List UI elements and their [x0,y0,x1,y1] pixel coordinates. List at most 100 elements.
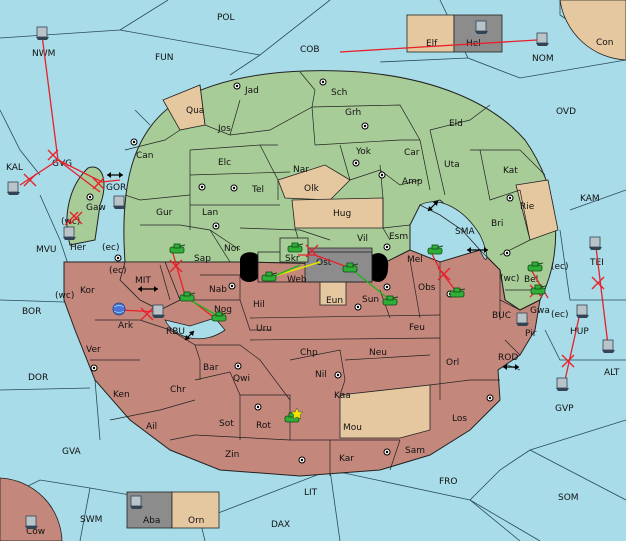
label-ail: Ail [146,422,157,432]
label-ec-her: (ec) [102,243,120,253]
arrow-mit [138,286,158,292]
army-icon [261,271,278,282]
cross-sap [169,259,183,273]
label-ec-gwa: (ec) [551,310,569,320]
label-jos: Jos [217,124,231,134]
label-ken: Ken [113,390,130,400]
fleet-icon [475,20,488,34]
canal-right [372,253,389,282]
label-swm: SWM [80,515,102,525]
label-alt: ALT [604,368,620,378]
label-gwa: Gwa [530,306,550,316]
cross-gaw [69,211,83,225]
red-labels: Her Kor Nab Hil Ost Web Eun Sun Obs Bel … [70,243,550,464]
units-armies [169,242,547,423]
label-nab: Nab [209,285,227,295]
label-skr: Skr [285,254,300,264]
label-bel: Bel [524,275,538,285]
label-dax: DAX [271,520,290,530]
label-bri: Bri [491,219,503,229]
fleet-icon [576,304,589,318]
arrow-sma [467,247,488,253]
order-gvg-gaw [57,159,101,193]
region-orn[interactable] [171,491,220,529]
supply-center [319,78,327,86]
region-olk[interactable] [277,164,351,201]
region-cow[interactable] [0,477,63,541]
fleet-icon [36,26,49,40]
region-rie[interactable] [515,179,559,241]
order-skr-ost [298,254,351,269]
label-wc-her: (wc) [61,217,80,227]
coast-labels: (wc) (ec) (ec) (wc) (wc) (ec) (ec) [55,217,569,320]
fleet-icon [7,181,20,195]
label-qwi: Qwi [233,374,250,384]
label-ark: Ark [118,321,134,331]
label-cob: COB [300,45,320,55]
label-hug: Hug [333,209,351,219]
label-sot: Sot [219,419,234,429]
arrow-rbu-diag [184,330,195,341]
order-gvg-gor [57,159,121,183]
label-nom: NOM [532,54,554,64]
label-kor: Kor [80,286,95,296]
army-icon [530,284,547,295]
label-eld: Eld [449,119,463,129]
label-nar: Nar [293,165,309,175]
label-esm: Esm [389,232,408,242]
label-can: Can [136,151,154,161]
label-nwm: NWM [32,49,55,59]
label-lan: Lan [202,208,218,218]
supply-center [361,122,369,130]
label-qua: Qua [186,106,204,116]
arrow-sma-diag [427,200,439,212]
label-ec-kor: (ec) [109,266,127,276]
label-dor: DOR [28,373,48,383]
cross-mel [437,267,451,281]
label-lit: LIT [304,488,318,498]
label-gor: GOR [106,183,126,193]
label-gvg: GVG [52,159,72,169]
order-tei-alt [595,246,609,346]
support-sun [349,267,391,301]
supply-center [383,243,391,251]
label-kar: Kar [339,454,354,464]
army-icon [527,261,544,272]
arrow-rod [503,364,519,370]
supply-center [383,283,391,291]
army-icon [427,244,444,255]
label-wc-kor: (wc) [55,291,74,301]
cross-gor [92,177,105,190]
label-neu: Neu [369,348,387,358]
supply-center [198,183,206,191]
label-chr: Chr [170,385,186,395]
label-tel: Tel [251,185,264,195]
fleet-icon [152,304,165,318]
label-uta: Uta [444,160,460,170]
label-sam: Sam [405,446,425,456]
label-hup: HUP [570,327,589,337]
strait-ost [257,251,373,283]
label-mvu: MVU [36,245,57,255]
label-nor: Nor [224,244,240,254]
region-mou[interactable] [339,384,431,439]
sea-labels: POL FUN COB NOM Con OVD KAM SMA MIT RBU … [6,13,620,530]
supply-center [230,184,238,192]
label-rbu: RBU [166,327,185,337]
star-icon [290,407,304,420]
cross-gvg [47,149,59,161]
label-kaa: Kaa [334,391,351,401]
label-eun: Eun [326,296,343,306]
label-ver: Ver [86,345,101,355]
fleet-icon [556,377,569,391]
order-cob-nom [339,39,538,53]
label-sun: Sun [362,295,379,305]
label-wc-bel: (wc) [500,274,519,284]
supply-center [86,193,94,201]
supply-center [354,303,362,311]
label-her: Her [70,243,86,253]
units-fleets [7,20,615,529]
failed-markers [23,149,605,368]
